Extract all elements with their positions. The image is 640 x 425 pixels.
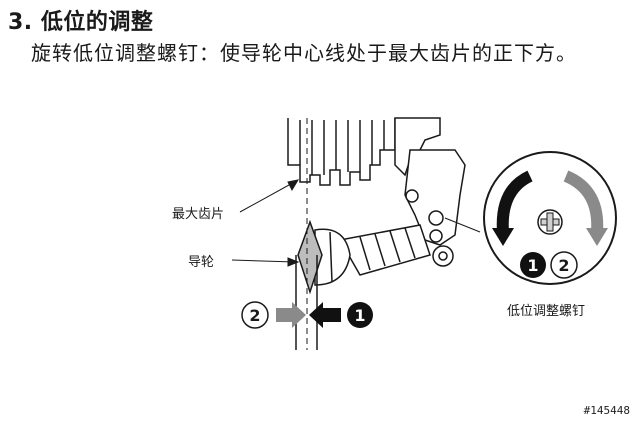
chain-lines [295,255,318,350]
guide-pulley-label: 导轮 [188,255,215,270]
section-title: 低位的调整 [40,10,154,35]
svg-text:1: 1 [527,256,538,275]
derailleur-body [314,117,466,286]
section-number: 3. [8,10,33,35]
svg-text:2: 2 [558,256,569,275]
svg-text:2: 2 [249,306,260,325]
low-adjust-screw-label: 低位调整螺钉 [507,304,586,319]
svg-text:1: 1 [354,306,365,325]
instruction-text: 旋转低位调整螺钉：使导轮中心线处于最大齿片的正下方。 [31,41,577,65]
screw-head-icon [537,209,563,235]
badge-one-lower: 1 [347,302,373,328]
cassette-illustration [287,118,396,186]
step-arrow-one [309,302,341,328]
badge-two-detail: 2 [550,251,578,279]
leader-lines [231,179,481,267]
badge-one-detail: 1 [520,252,546,278]
section-heading: 3. 低位的调整 [8,4,153,36]
guide-pulley-illustration [297,219,323,295]
watermark-id: #145448 [583,404,630,417]
screw-detail-circle [483,151,617,285]
step-arrow-two [276,302,306,328]
badge-two-lower: 2 [241,301,269,329]
largest-sprocket-label: 最大齿片 [172,207,225,222]
